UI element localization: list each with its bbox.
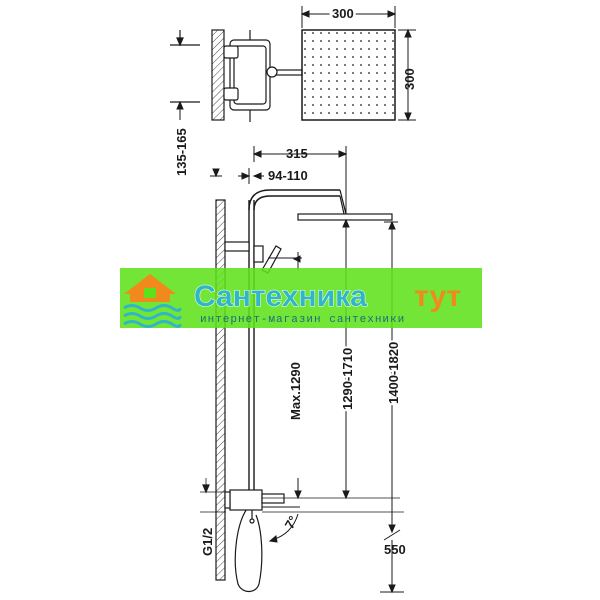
thermostat-handle-top: [223, 45, 239, 59]
label-overall-range: 1400-1820: [386, 342, 401, 404]
shower-arm: [248, 189, 340, 211]
dim-angle: [262, 506, 300, 543]
upper-wall-bracket: [224, 241, 250, 252]
label-arm-length: 315: [286, 146, 308, 161]
hand-shower-holder: [253, 245, 264, 263]
top-view-wall: [211, 29, 225, 121]
square-shower-head: [301, 29, 396, 121]
label-thread: G1/2: [200, 528, 215, 556]
dim-mixer-height: [380, 529, 404, 594]
label-mixer-height: 550: [384, 542, 406, 557]
watermark-title-main: Сантехника: [194, 280, 367, 313]
watermark: Сантехника тут интернет-магазин сантехни…: [120, 268, 482, 328]
arm-joint: [266, 66, 278, 78]
dim-head-width: [300, 6, 397, 28]
label-angle: 7°: [282, 513, 301, 531]
watermark-title-accent: тут: [414, 280, 461, 313]
mixer-handle: [261, 493, 285, 504]
dim-head-range: [342, 218, 350, 500]
watermark-subtitle: интернет-магазин сантехники: [200, 314, 405, 326]
label-wall-offset: 135-165: [174, 128, 189, 176]
house-waves-logo: [123, 274, 182, 328]
overhead-shower-head: [297, 213, 393, 221]
top-view: [170, 29, 396, 122]
shower-hose: [234, 504, 263, 593]
label-head-range: 1290-1710: [340, 348, 355, 410]
thermostat-mixer: [229, 489, 263, 511]
side-view: [200, 189, 393, 593]
dim-head-height: [398, 28, 416, 122]
label-head-width: 300: [332, 6, 354, 21]
dim-arm-length: [238, 146, 348, 214]
side-view-wall: [215, 199, 226, 581]
label-head-height: 300: [402, 68, 417, 90]
dim-max-height: [268, 252, 302, 500]
label-arm-adjust: 94-110: [268, 168, 308, 183]
label-max-height: Max.1290: [288, 362, 303, 420]
thermostat-handle-bottom: [223, 87, 239, 101]
